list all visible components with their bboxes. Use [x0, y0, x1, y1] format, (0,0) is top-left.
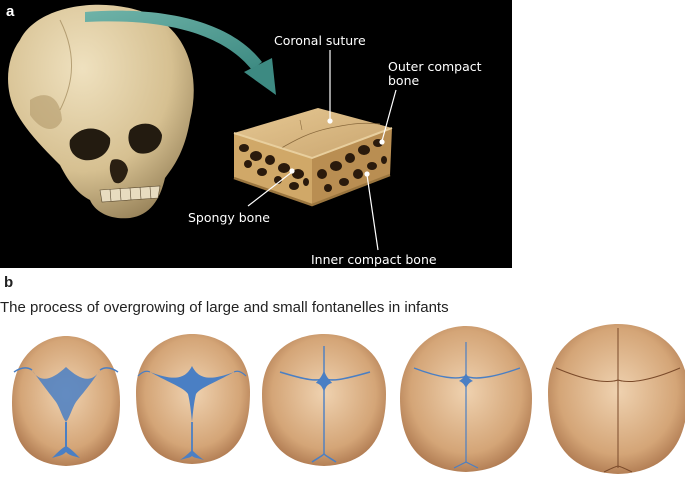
pointer-arrow-icon — [85, 10, 276, 95]
label-outer-text: Outer compact bone — [388, 59, 482, 88]
leader-lines — [247, 50, 397, 251]
panel-letter-b: b — [4, 274, 14, 291]
label-spongy-bone: Spongy bone — [188, 210, 270, 225]
infant-skull-stage-3-icon — [262, 334, 386, 466]
label-inner-compact-bone: Inner compact bone — [311, 252, 437, 267]
infant-skull-stage-2-icon — [136, 334, 250, 464]
panel-a-illustration — [8, 4, 397, 251]
infant-skull-stage-4-icon — [400, 326, 532, 472]
label-outer-compact-bone: Outer compact bone — [388, 60, 510, 88]
label-coronal-suture: Coronal suture — [274, 33, 366, 48]
infant-skull-sequence — [12, 324, 685, 474]
bone-block-icon — [233, 108, 393, 207]
panel-letter-a: a — [6, 3, 15, 20]
panel-a-bone-structure: a Coronal suture Outer compact bone Spon… — [0, 0, 512, 268]
infant-skull-stage-5-icon — [548, 324, 685, 474]
infant-skull-stage-1-icon — [12, 336, 120, 466]
adult-skull-icon — [8, 4, 194, 219]
panel-b-caption: The process of overgrowing of large and … — [0, 299, 449, 316]
